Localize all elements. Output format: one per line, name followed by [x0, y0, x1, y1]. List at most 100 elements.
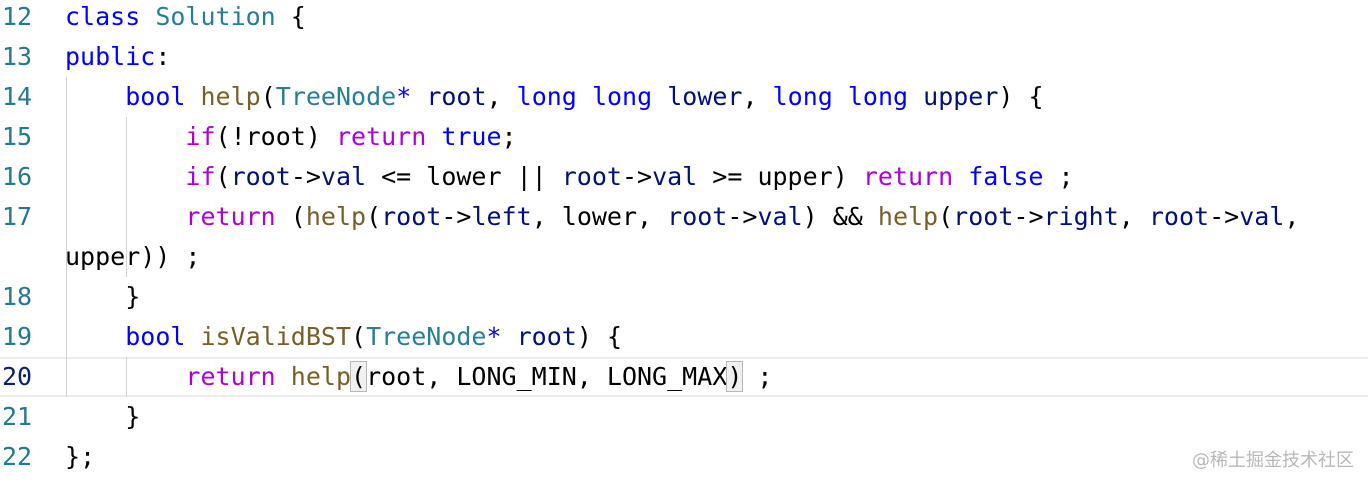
code-token: };: [65, 442, 96, 471]
watermark: @稀土掘金技术社区: [1192, 450, 1354, 471]
code-text[interactable]: if(!root) return true;: [65, 117, 517, 157]
code-token: (: [351, 322, 367, 351]
code-token: class: [65, 2, 141, 31]
code-line[interactable]: 15 if(!root) return true;: [0, 117, 1368, 157]
code-token: return: [185, 202, 276, 231]
code-token: [185, 322, 200, 351]
code-token: ) &&: [802, 202, 878, 231]
code-text[interactable]: }: [65, 277, 140, 317]
code-line[interactable]: 18 }: [0, 277, 1368, 317]
code-token: [502, 322, 517, 351]
code-token: (: [215, 162, 231, 191]
code-text[interactable]: bool isValidBST(TreeNode* root) {: [65, 317, 622, 357]
code-token: [65, 122, 185, 151]
code-token: root: [426, 82, 487, 111]
code-token: ->: [1209, 202, 1240, 231]
code-token: ) {: [998, 82, 1044, 111]
code-token: [65, 322, 125, 351]
code-token: if: [185, 122, 216, 151]
code-text[interactable]: if(root->val <= lower || root->val >= up…: [65, 157, 1074, 197]
line-number: 15: [2, 122, 33, 151]
code-token: return: [862, 162, 954, 191]
code-token: (: [366, 202, 382, 231]
code-text[interactable]: class Solution {: [65, 0, 306, 37]
code-token: ;: [1043, 162, 1074, 191]
code-token: right: [1043, 202, 1119, 231]
line-number: 21: [2, 402, 33, 431]
code-token: if: [185, 162, 216, 191]
code-token: val: [320, 162, 367, 191]
code-token: root: [516, 322, 577, 351]
code-line[interactable]: 13 public:: [0, 37, 1368, 77]
code-text[interactable]: };: [65, 437, 95, 477]
line-number: 16: [2, 162, 33, 191]
code-token: }: [65, 282, 141, 311]
code-token: [577, 82, 592, 111]
code-token: val: [1239, 202, 1285, 231]
code-token: bool: [125, 322, 186, 351]
code-token: :: [155, 42, 171, 71]
code-token: >= upper): [697, 162, 863, 191]
line-number: 18: [2, 282, 33, 311]
code-token: <= lower ||: [366, 162, 562, 191]
code-text[interactable]: bool help(TreeNode* root, long long lowe…: [65, 77, 1044, 117]
line-number: 19: [2, 322, 33, 351]
code-line[interactable]: 22};: [0, 437, 1368, 477]
code-text[interactable]: return (help(root->left, lower, root->va…: [65, 197, 1299, 237]
code-token: [426, 122, 441, 151]
code-token: public: [65, 42, 156, 71]
code-token: TreeNode: [275, 82, 397, 111]
code-token: [65, 162, 185, 191]
code-token: upper)) ;: [65, 242, 201, 271]
code-token: long: [772, 82, 833, 111]
code-token: upper: [923, 82, 999, 111]
code-line[interactable]: 20 return help(root, LONG_MIN, LONG_MAX)…: [0, 357, 1368, 397]
line-number: 13: [2, 42, 33, 71]
code-token: help: [305, 202, 367, 231]
code-token: root: [1148, 202, 1210, 231]
code-token: (: [275, 202, 306, 231]
code-text[interactable]: public:: [65, 37, 170, 77]
code-token: ->: [1013, 202, 1044, 231]
code-token: [833, 82, 848, 111]
code-token: root: [381, 202, 442, 231]
indent-guide: [66, 77, 67, 397]
code-text[interactable]: upper)) ;: [65, 237, 200, 277]
code-token: [411, 82, 426, 111]
line-number: 14: [2, 82, 33, 111]
code-token: *: [486, 322, 502, 351]
code-line[interactable]: 14 bool help(TreeNode* root, long long l…: [0, 77, 1368, 117]
code-token: [908, 82, 923, 111]
code-line[interactable]: 17 return (help(root->left, lower, root-…: [0, 197, 1368, 237]
line-number: 20: [2, 362, 33, 391]
code-text[interactable]: }: [65, 397, 140, 437]
code-token: ->: [441, 202, 472, 231]
code-token: [65, 82, 125, 111]
code-token: [276, 362, 291, 391]
code-token: TreeNode: [366, 322, 487, 351]
code-line[interactable]: 21 }: [0, 397, 1368, 437]
code-token: ->: [621, 162, 653, 191]
code-line[interactable]: 12 class Solution {: [0, 0, 1368, 37]
code-token: ,: [742, 82, 773, 111]
code-token: [652, 82, 667, 111]
code-token: bool: [125, 82, 186, 111]
code-line[interactable]: 19 bool isValidBST(TreeNode* root) {: [0, 317, 1368, 357]
code-line[interactable]: 16 if(root->val <= lower || root->val >=…: [0, 157, 1368, 197]
code-line[interactable]: upper)) ;: [0, 237, 1368, 277]
code-token: [140, 2, 155, 31]
code-token: *: [396, 82, 412, 111]
code-token: ;: [501, 122, 517, 151]
code-token: [65, 202, 185, 231]
code-token: ->: [727, 202, 758, 231]
line-number: 12: [2, 2, 33, 31]
code-token: (: [260, 82, 276, 111]
code-text[interactable]: return help(root, LONG_MIN, LONG_MAX) ;: [65, 359, 772, 395]
code-token: [953, 162, 968, 191]
code-token: val: [652, 162, 698, 191]
code-token: return: [335, 122, 427, 151]
code-token: (!root): [215, 122, 336, 151]
code-token: ->: [290, 162, 321, 191]
indent-guide: [126, 357, 128, 397]
